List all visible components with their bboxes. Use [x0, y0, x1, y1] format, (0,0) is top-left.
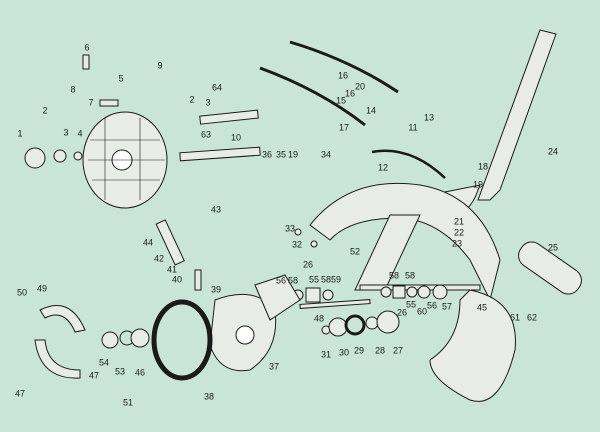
- part-label: 27: [392, 345, 404, 356]
- part-label: 2: [189, 94, 195, 105]
- part-label: 51: [122, 397, 134, 408]
- spacer: [99, 99, 119, 107]
- part-label: 47: [14, 388, 26, 399]
- part-label: 3: [205, 97, 211, 108]
- bearing: [101, 331, 119, 349]
- spindle-44: [155, 219, 185, 266]
- part-label: 2: [42, 105, 48, 116]
- part-label: 3: [63, 127, 69, 138]
- part-label: 52: [349, 246, 361, 257]
- part-label: 59: [330, 274, 342, 285]
- part-label: 7: [88, 97, 94, 108]
- seal-ring: [151, 299, 213, 381]
- part-label: 63: [200, 129, 212, 140]
- part-label: 16: [337, 70, 349, 81]
- part-label: 4: [77, 128, 83, 139]
- nut: [53, 149, 67, 163]
- part-label: 60: [416, 306, 428, 317]
- part-label: 55: [308, 274, 320, 285]
- part-label: 53: [114, 366, 126, 377]
- part-label: 42: [153, 253, 165, 264]
- part-label: 15: [335, 95, 347, 106]
- part-label: 45: [476, 302, 488, 313]
- mudguard-45: [429, 289, 516, 402]
- part-label: 58: [320, 274, 332, 285]
- part-label: 8: [70, 84, 76, 95]
- part-label: 28: [374, 345, 386, 356]
- part-label: 38: [203, 391, 215, 402]
- part-label: 25: [547, 242, 559, 253]
- axle-64: [199, 109, 259, 125]
- bolt: [82, 54, 90, 70]
- part-label: 24: [547, 146, 559, 157]
- hub-drum: [82, 111, 168, 209]
- part-label: 49: [36, 283, 48, 294]
- part-label: 58: [388, 270, 400, 281]
- part-label: 41: [166, 264, 178, 275]
- part-label: 19: [287, 149, 299, 160]
- part-label: 6: [84, 42, 90, 53]
- part-label: 58: [287, 275, 299, 286]
- part-label: 64: [211, 82, 223, 93]
- rod-48: [299, 299, 371, 309]
- part-label: 56: [275, 275, 287, 286]
- part-label: 39: [210, 284, 222, 295]
- front-fender: [309, 182, 501, 302]
- part-label: 57: [441, 301, 453, 312]
- part-label: 9: [157, 60, 163, 71]
- part-label: 11: [408, 122, 418, 133]
- washer: [73, 151, 83, 161]
- part-label: 23: [451, 238, 463, 249]
- part-label: 13: [423, 112, 435, 123]
- hub-cap: [24, 147, 46, 169]
- part-label: 48: [313, 313, 325, 324]
- trim-strip-17: [259, 66, 366, 127]
- part-label: 50: [16, 287, 28, 298]
- part-label: 58: [404, 270, 416, 281]
- part-label: 16: [344, 88, 356, 99]
- part-label: 19: [472, 179, 484, 190]
- part-label: 55: [405, 299, 417, 310]
- part-label: 33: [284, 223, 296, 234]
- fork-tube: [477, 29, 557, 201]
- part-label: 29: [353, 345, 365, 356]
- part-label: 18: [477, 161, 489, 172]
- pad-25: [518, 241, 582, 295]
- part-label: 54: [98, 357, 110, 368]
- brake-shoe: [39, 305, 86, 333]
- part-label: 47: [88, 370, 100, 381]
- part-label: 44: [142, 237, 154, 248]
- part-label: 56: [426, 300, 438, 311]
- part-label: 43: [210, 204, 222, 215]
- part-label: 1: [17, 128, 23, 139]
- part-label: 12: [377, 162, 389, 173]
- part-label: 22: [453, 227, 465, 238]
- arm-37: [254, 274, 301, 321]
- trim-strip-14: [289, 40, 399, 94]
- part-label: 61: [509, 312, 521, 323]
- part-label: 35: [275, 149, 287, 160]
- brake-shoe-lower: [34, 339, 81, 379]
- part-label: 5: [118, 73, 124, 84]
- part-label: 62: [526, 312, 538, 323]
- part-label: 46: [134, 367, 146, 378]
- axle-10: [179, 146, 261, 162]
- part-label: 17: [338, 122, 350, 133]
- part-label: 20: [354, 81, 366, 92]
- part-label: 40: [171, 274, 183, 285]
- part-label: 31: [320, 349, 332, 360]
- part-label: 34: [320, 149, 332, 160]
- part-label: 36: [261, 149, 273, 160]
- part-label: 21: [453, 216, 465, 227]
- part-label: 14: [365, 105, 377, 116]
- part-label: 32: [291, 239, 303, 250]
- part-label: 26: [396, 307, 408, 318]
- part-label: 30: [338, 347, 350, 358]
- part-label: 37: [268, 361, 280, 372]
- part-label: 26: [302, 259, 314, 270]
- part-label: 10: [230, 132, 242, 143]
- trim-strip-11: [371, 149, 446, 179]
